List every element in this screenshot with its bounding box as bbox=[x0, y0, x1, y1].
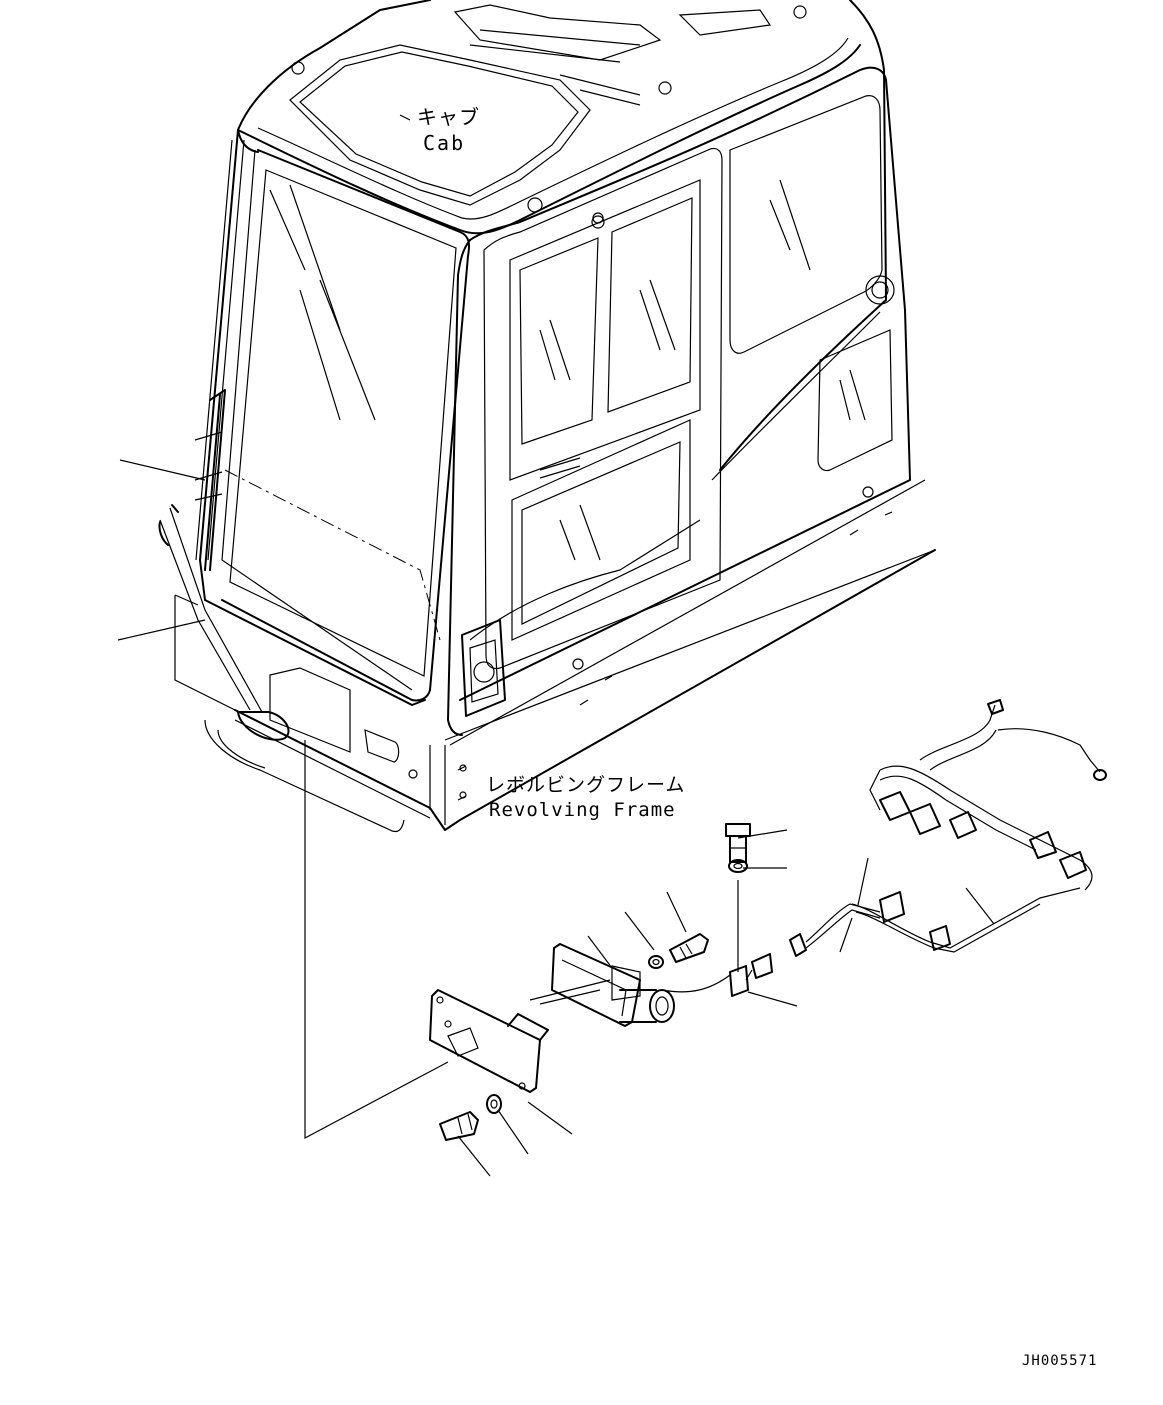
cab-label-japanese: キャブ bbox=[417, 105, 480, 129]
leader-lines bbox=[117, 459, 995, 1177]
revolving-frame-label: Revolving Frame bbox=[489, 799, 676, 821]
revolving-frame-label-japanese: レボルビングフレーム bbox=[486, 774, 686, 796]
cab-side bbox=[447, 66, 911, 736]
cab-label: Cab bbox=[423, 131, 466, 155]
wiring-harness bbox=[789, 699, 1107, 957]
cab-front bbox=[158, 114, 470, 741]
drawing-number: JH005571 bbox=[1022, 1353, 1098, 1369]
cab-roof bbox=[237, 0, 887, 301]
revolving-frame bbox=[174, 479, 936, 833]
wiper-motor-assembly bbox=[429, 823, 773, 1141]
